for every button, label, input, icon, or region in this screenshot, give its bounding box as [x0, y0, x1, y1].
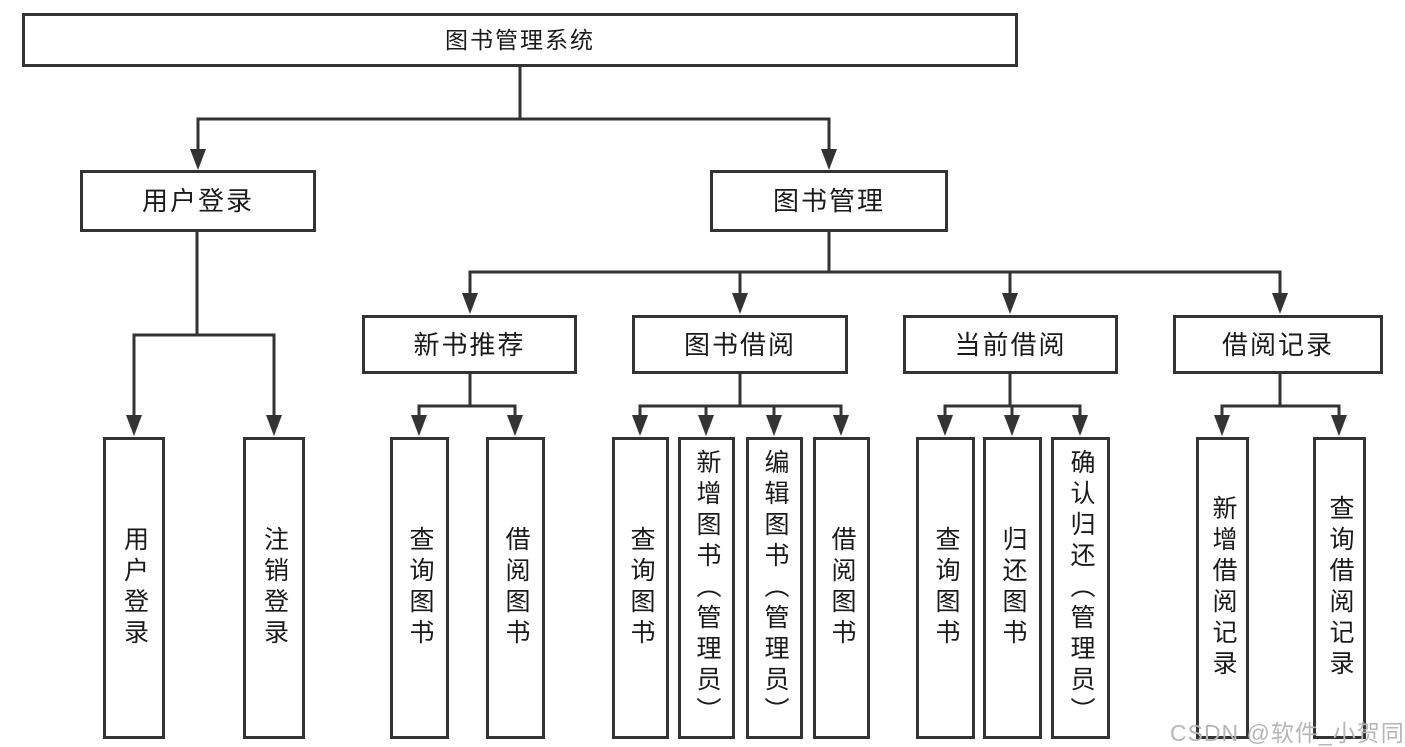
node-user-login-leaf: 用户登录	[103, 437, 165, 739]
node-current-borrowing: 当前借阅	[903, 315, 1118, 374]
node-borrow-books-recommend: 借阅图书	[486, 437, 545, 739]
node-add-books-admin: 新增图书（管理员）	[678, 437, 735, 739]
node-confirm-return-admin: 确认归还（管理员）	[1051, 437, 1110, 739]
node-new-book-recommendation: 新书推荐	[362, 315, 577, 374]
node-query-borrow-record: 查询借阅记录	[1313, 437, 1366, 739]
node-edit-books-admin: 编辑图书（管理员）	[746, 437, 803, 739]
node-return-books: 归还图书	[983, 437, 1042, 739]
node-borrowing-records: 借阅记录	[1173, 315, 1383, 374]
watermark: CSDN @软件_小贺同学	[1170, 720, 1405, 746]
node-library-management-system: 图书管理系统	[22, 13, 1018, 67]
node-add-borrow-record: 新增借阅记录	[1196, 437, 1249, 739]
node-user-login: 用户登录	[80, 170, 316, 232]
arrowheads	[126, 149, 1347, 436]
node-book-management: 图书管理	[710, 170, 948, 232]
node-query-books-borrowing: 查询图书	[612, 437, 669, 739]
node-query-books-current: 查询图书	[916, 437, 975, 739]
node-book-borrowing: 图书借阅	[632, 315, 848, 374]
node-logout: 注销登录	[243, 437, 305, 739]
node-query-books-recommend: 查询图书	[390, 437, 449, 739]
node-borrow-books-borrowing: 借阅图书	[813, 437, 870, 739]
